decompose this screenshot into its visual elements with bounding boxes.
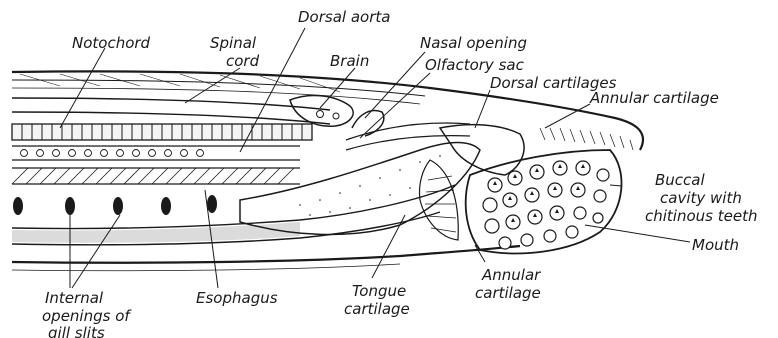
label-notochord: Notochord	[72, 34, 151, 52]
label-annular-cartilage-top: Annular cartilage	[589, 89, 719, 107]
label-mouth: Mouth	[692, 236, 739, 254]
label-buccal-line2: cavity with	[660, 189, 742, 207]
label-olfactory-sac: Olfactory sac	[425, 56, 525, 74]
label-dorsal-aorta: Dorsal aorta	[298, 8, 390, 26]
label-annular-cartilage-bottom-line1: Annular	[481, 266, 541, 284]
label-tongue-cartilage-line2: cartilage	[344, 300, 410, 318]
label-gill-line2: openings of	[42, 307, 132, 325]
label-nasal-opening: Nasal opening	[420, 34, 527, 52]
label-buccal-line1: Buccal	[655, 171, 705, 189]
label-annular-cartilage-bottom-line2: cartilage	[475, 284, 541, 302]
label-tongue-cartilage-line1: Tongue	[352, 282, 406, 300]
label-buccal-line3: chitinous teeth	[645, 207, 757, 225]
label-spinal-cord-line1: Spinal	[210, 34, 257, 52]
label-brain: Brain	[330, 52, 369, 70]
label-gill-line1: Internal	[45, 289, 104, 307]
lamprey-body-drawing	[12, 71, 643, 270]
leader-lines	[60, 28, 690, 288]
label-esophagus: Esophagus	[196, 289, 278, 307]
label-spinal-cord-line2: cord	[226, 52, 260, 70]
label-gill-line3: gill slits	[48, 324, 105, 338]
